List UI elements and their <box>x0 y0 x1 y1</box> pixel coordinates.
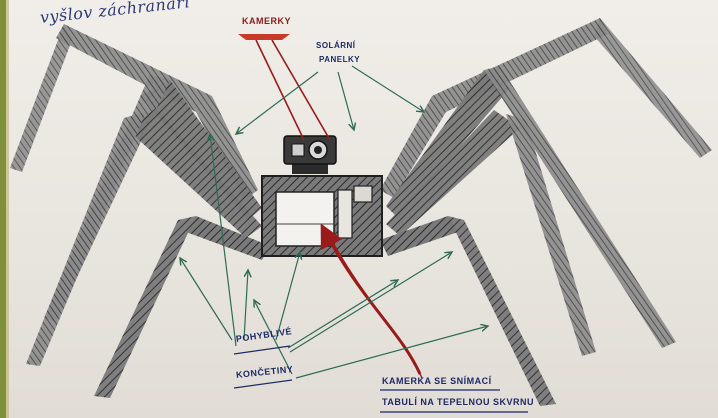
sensor-camera-label-line1: KAMERKA SE SNÍMACÍ <box>382 376 492 386</box>
solar-panels-label-line1: SOLÁRNÍ <box>316 41 356 50</box>
spider-body <box>262 176 382 256</box>
solar-panels-label-line2: PANELKY <box>319 55 360 64</box>
camera-label: KAMERKY <box>242 16 291 26</box>
top-camera <box>284 136 336 174</box>
sensor-camera-label-line2: TABULÍ NA TEPELNOU SKVRNU <box>382 397 534 407</box>
